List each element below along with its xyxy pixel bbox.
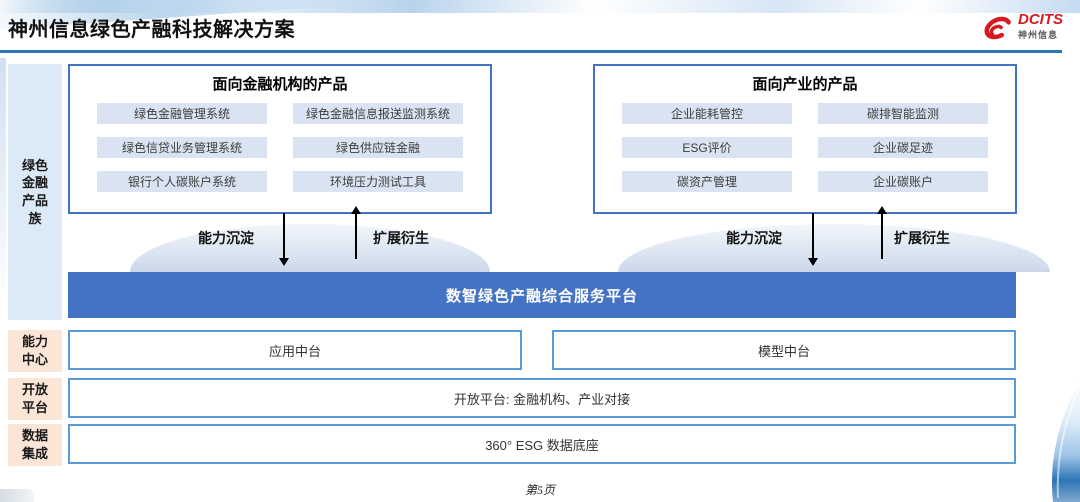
arrow-down-icon	[808, 213, 818, 266]
product-item: ESG评价	[622, 137, 792, 158]
platform-bar: 数智绿色产融综合服务平台	[68, 272, 1016, 318]
logo-brand-cn: 神州信息	[1018, 30, 1059, 40]
flow-label-capability-right: 能力沉淀	[726, 230, 782, 246]
sidebar-item-data-integration: 数据集成	[8, 424, 62, 466]
sidebar-label: 绿色金融产品族	[21, 157, 48, 226]
flow-label-extend-right: 扩展衍生	[894, 230, 950, 246]
financial-products-title: 面向金融机构的产品	[212, 76, 348, 93]
product-item: 绿色信贷业务管理系统	[97, 137, 267, 158]
product-item: 绿色供应链金融	[293, 137, 463, 158]
industry-products-grid: 企业能耗管控 碳排智能监测 ESG评价 企业碳足迹 碳资产管理 企业碳账户	[595, 94, 1015, 192]
logo-swirl-icon	[984, 16, 1011, 40]
sidebar-label: 能力中心	[21, 334, 48, 367]
flow-label-extend-left: 扩展衍生	[373, 230, 429, 246]
logo-text: DCITS 神州信息	[1018, 12, 1063, 41]
bottom-left-decoration	[0, 489, 34, 502]
sidebar-label: 数据集成	[21, 428, 48, 461]
arrow-down-icon	[279, 213, 289, 266]
page-number: 第5页	[524, 483, 555, 497]
app-middleware-box: 应用中台	[68, 330, 522, 370]
sidebar-item-capability-center: 能力中心	[8, 330, 62, 372]
financial-products-grid: 绿色金融管理系统 绿色金融信息报送监测系统 绿色信贷业务管理系统 绿色供应链金融…	[70, 94, 490, 192]
esg-data-base-box: 360° ESG 数据底座	[68, 424, 1016, 464]
sidebar-item-open-platform: 开放平台	[8, 378, 62, 420]
product-item: 碳资产管理	[622, 171, 792, 192]
product-item: 企业碳足迹	[818, 137, 988, 158]
industry-products-title: 面向产业的产品	[752, 76, 858, 93]
left-edge-decoration	[0, 58, 6, 308]
page-title: 神州信息绿色产融科技解决方案	[8, 19, 295, 41]
open-platform-box: 开放平台: 金融机构、产业对接	[68, 378, 1016, 418]
sidebar-label: 开放平台	[21, 382, 48, 415]
logo-brand: DCITS	[1018, 11, 1063, 28]
product-item: 企业碳账户	[818, 171, 988, 192]
arrow-up-icon	[351, 206, 361, 259]
product-item: 碳排智能监测	[818, 103, 988, 124]
flow-label-capability-left: 能力沉淀	[198, 230, 254, 246]
industry-products-box: 面向产业的产品 企业能耗管控 碳排智能监测 ESG评价 企业碳足迹 碳资产管理 …	[593, 64, 1017, 214]
financial-products-box: 面向金融机构的产品 绿色金融管理系统 绿色金融信息报送监测系统 绿色信贷业务管理…	[68, 64, 492, 214]
arrow-up-icon	[877, 206, 887, 259]
product-item: 银行个人碳账户系统	[97, 171, 267, 192]
product-item: 绿色金融信息报送监测系统	[293, 103, 463, 124]
sidebar-item-product-family: 绿色金融产品族	[8, 64, 62, 320]
product-item: 企业能耗管控	[622, 103, 792, 124]
dome-decoration-left	[130, 224, 490, 272]
header-divider	[0, 50, 1062, 53]
product-item: 环境压力测试工具	[293, 171, 463, 192]
model-middleware-box: 模型中台	[552, 330, 1016, 370]
bottom-right-swoosh-decoration	[1051, 380, 1080, 502]
dome-decoration-right	[618, 224, 1050, 272]
product-item: 绿色金融管理系统	[97, 103, 267, 124]
dcits-logo: DCITS 神州信息	[980, 10, 1066, 46]
